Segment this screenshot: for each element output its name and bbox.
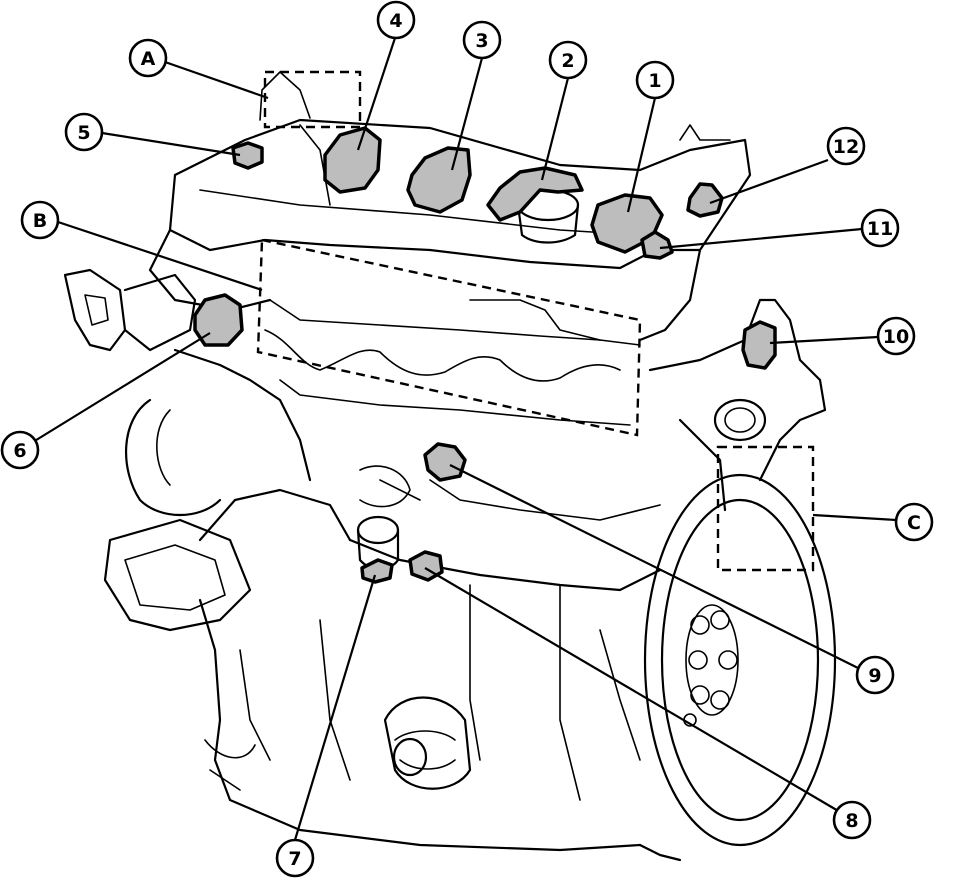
callout-8: 8 xyxy=(832,800,872,840)
callout-3: 3 xyxy=(462,20,502,60)
callout-a-label: A xyxy=(141,48,156,70)
leader-b xyxy=(57,220,263,292)
callout-10: 10 xyxy=(876,316,916,356)
callout-5: 5 xyxy=(64,112,104,152)
leader-lines xyxy=(19,37,897,841)
part-4 xyxy=(323,126,382,194)
callout-6-label: 6 xyxy=(13,440,26,462)
callout-6: 6 xyxy=(0,430,40,470)
part-11 xyxy=(640,230,674,260)
leader-2 xyxy=(540,77,570,181)
leader-8 xyxy=(424,567,841,813)
callout-11: 11 xyxy=(860,208,900,248)
highlighted-parts xyxy=(193,126,777,584)
leader-a xyxy=(164,60,269,100)
leader-c xyxy=(812,513,897,522)
part-2 xyxy=(486,166,584,222)
part-12 xyxy=(686,182,724,218)
callout-7-label: 7 xyxy=(288,848,301,870)
engine-drawing xyxy=(63,71,837,862)
callout-9-label: 9 xyxy=(868,665,881,687)
callout-b-label: B xyxy=(33,210,47,232)
leader-1 xyxy=(626,97,657,213)
leader-6 xyxy=(19,332,211,451)
callout-c: C xyxy=(894,502,934,542)
region-a-box xyxy=(263,70,362,129)
callout-8-label: 8 xyxy=(845,810,858,832)
callout-9: 9 xyxy=(855,655,895,695)
leader-9 xyxy=(449,464,859,669)
callout-b: B xyxy=(20,200,60,240)
callout-11-label: 11 xyxy=(867,218,893,240)
callout-a: A xyxy=(128,38,168,78)
leader-4 xyxy=(356,37,397,151)
leader-7 xyxy=(293,574,377,841)
part-7 xyxy=(360,558,394,584)
part-6 xyxy=(193,293,244,347)
callout-4: 4 xyxy=(376,0,416,40)
leader-12 xyxy=(709,158,829,205)
leader-11 xyxy=(659,227,863,250)
callout-1-label: 1 xyxy=(648,70,661,92)
callout-10-label: 10 xyxy=(883,326,909,348)
part-3 xyxy=(406,146,472,214)
part-9 xyxy=(423,442,467,482)
callout-7: 7 xyxy=(275,838,315,878)
region-c-box xyxy=(716,445,815,572)
callout-5-label: 5 xyxy=(77,122,90,144)
leader-10 xyxy=(769,335,879,345)
callout-4-label: 4 xyxy=(389,10,402,32)
callouts: 1 2 3 4 5 6 7 8 xyxy=(0,0,934,878)
callout-12: 12 xyxy=(826,126,866,166)
callout-2: 2 xyxy=(548,40,588,80)
part-5 xyxy=(231,141,264,170)
part-10 xyxy=(741,320,777,370)
leader-3 xyxy=(450,57,484,171)
callout-12-label: 12 xyxy=(833,136,859,158)
callout-c-label: C xyxy=(907,512,921,534)
callout-1: 1 xyxy=(635,60,675,100)
callout-2-label: 2 xyxy=(561,50,574,72)
region-b-box xyxy=(256,238,642,437)
callout-3-label: 3 xyxy=(475,30,488,52)
leader-5 xyxy=(101,131,241,157)
dashed-regions xyxy=(256,70,815,572)
